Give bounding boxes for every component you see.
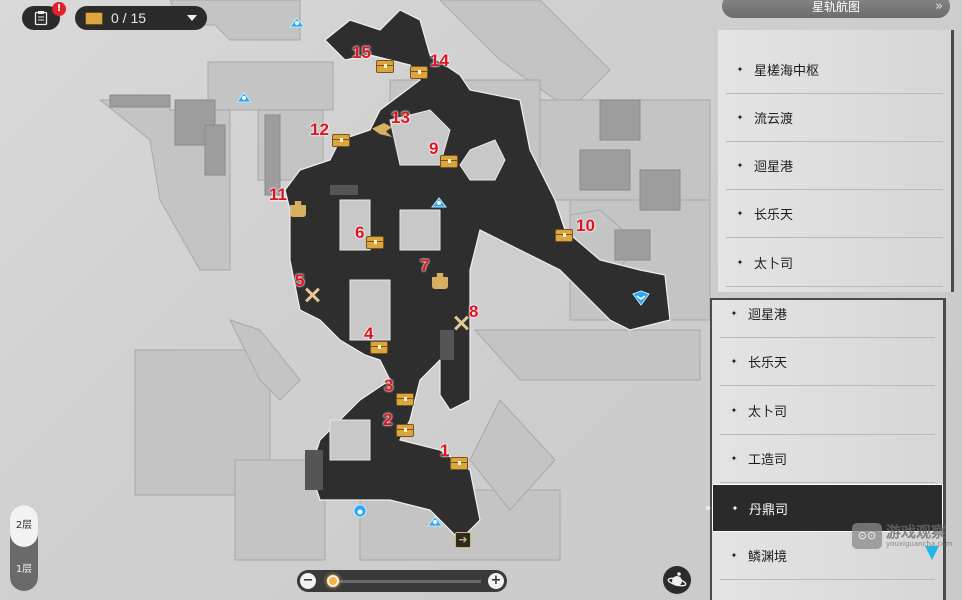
space-anchor-icon[interactable]: [426, 514, 444, 530]
marker-number-6: 6: [355, 223, 365, 242]
chest-count: 0 / 15: [111, 10, 147, 26]
mission-log-button[interactable]: !: [22, 2, 66, 30]
region-item[interactable]: ✦ 迴星港: [720, 290, 935, 338]
chest-counter-dropdown[interactable]: 0 / 15: [75, 6, 207, 30]
marker-number-10: 10: [576, 216, 595, 235]
treasure-chest-icon[interactable]: [370, 341, 388, 354]
bullet-icon: ✦: [730, 406, 738, 415]
region-item[interactable]: ✦ 鳞渊境: [720, 532, 935, 580]
chevron-right-icon: »: [935, 0, 943, 14]
zoom-out-button[interactable]: −: [300, 573, 316, 589]
marker-number-3: 3: [384, 376, 394, 395]
region-label: 长乐天: [748, 356, 788, 371]
region-label: 工造司: [748, 453, 788, 468]
region-label: 太卜司: [754, 257, 794, 272]
region-item[interactable]: ✦ 长乐天: [720, 338, 935, 386]
alert-badge: !: [52, 2, 66, 16]
region-label: 星槎海中枢: [754, 64, 820, 79]
bullet-icon: ✦: [736, 65, 744, 74]
puzzle-piece-icon[interactable]: [432, 273, 448, 289]
planet-view-button[interactable]: [663, 566, 691, 594]
treasure-chest-icon[interactable]: [366, 236, 384, 249]
bullet-icon: ✦: [736, 113, 744, 122]
bullet-icon: ✦: [736, 209, 744, 218]
region-label: 长乐天: [754, 208, 794, 223]
treasure-chest-icon[interactable]: [376, 60, 394, 73]
region-list-upper[interactable]: ✦ 星槎海中枢 ✦ 流云渡 ✦ 迴星港 ✦ 长乐天 ✦ 太卜司: [718, 30, 954, 292]
region-item[interactable]: ✦ 星槎海中枢: [726, 46, 943, 94]
watermark: ⊙⊙ 游戏观察 youxiguancha.com: [852, 523, 952, 549]
bullet-icon: ✦: [730, 454, 738, 463]
marker-number-14: 14: [430, 51, 449, 70]
region-item[interactable]: ✦ 长乐天: [726, 190, 943, 238]
treasure-chest-icon[interactable]: [396, 393, 414, 406]
region-label: 迴星港: [748, 308, 788, 323]
watermark-text: 游戏观察: [886, 523, 947, 541]
panel-title: 星轨航图: [811, 0, 860, 14]
bullet-icon: ✦: [730, 309, 738, 318]
marker-number-9: 9: [429, 139, 439, 158]
region-item[interactable]: ✦ 迴星港: [726, 142, 943, 190]
crossed-swords-icon[interactable]: [452, 314, 470, 332]
region-label: 迴星港: [754, 160, 794, 175]
bullet-icon: ✦: [736, 161, 744, 170]
puzzle-piece-icon[interactable]: [290, 201, 306, 217]
treasure-chest-icon[interactable]: [440, 155, 458, 168]
space-anchor-icon[interactable]: [430, 195, 448, 211]
selected-arrow-icon: »: [705, 502, 712, 514]
treasure-chest-icon[interactable]: [332, 134, 350, 147]
marker-number-1: 1: [440, 441, 450, 460]
treasure-chest-icon[interactable]: [450, 457, 468, 470]
watermark-logo-icon: ⊙⊙: [852, 523, 882, 549]
marker-number-12: 12: [310, 120, 329, 139]
region-item[interactable]: ✦ 太卜司: [720, 387, 935, 435]
space-anchor-icon[interactable]: [235, 90, 253, 106]
crossed-swords-icon[interactable]: [303, 286, 321, 304]
bullet-icon: ✦: [730, 551, 738, 560]
zoom-thumb[interactable]: [327, 575, 339, 587]
caret-down-icon: [187, 15, 197, 21]
treasure-chest-icon: [85, 11, 103, 25]
region-label: 流云渡: [754, 112, 794, 127]
region-label: 鳞渊境: [748, 550, 788, 565]
marker-number-2: 2: [383, 410, 393, 429]
clipboard-icon: [34, 11, 48, 26]
marker-number-11: 11: [269, 185, 287, 204]
treasure-chest-icon[interactable]: [410, 66, 428, 79]
floor-switcher[interactable]: 2层 1层: [10, 505, 38, 591]
marker-number-15: 15: [352, 43, 371, 62]
calyx-icon[interactable]: [632, 290, 650, 306]
marker-number-4: 4: [364, 324, 374, 343]
exit-door-icon[interactable]: ➜: [455, 532, 471, 548]
region-item[interactable]: ✦ 流云渡: [726, 94, 943, 142]
region-item[interactable]: ✦ 工造司: [720, 435, 935, 483]
marker-number-7: 7: [420, 256, 430, 275]
floor-2-button[interactable]: 2层: [10, 505, 38, 547]
planet-icon: [667, 572, 687, 587]
treasure-chest-icon[interactable]: [555, 229, 573, 242]
region-list-lower[interactable]: ✦ 迴星港 ✦ 长乐天 ✦ 太卜司 ✦ 工造司 » ✦ 丹鼎司 ✦ 鳞渊境: [705, 298, 946, 600]
zoom-track[interactable]: [339, 580, 481, 583]
region-item[interactable]: ✦ 太卜司: [726, 239, 943, 287]
stagnant-shadow-icon[interactable]: [351, 502, 369, 518]
marker-number-8: 8: [469, 302, 479, 321]
region-item-selected[interactable]: » ✦ 丹鼎司: [705, 484, 943, 532]
zoom-in-button[interactable]: +: [488, 573, 504, 589]
star-rail-map-button[interactable]: 星轨航图 »: [722, 0, 950, 18]
bullet-icon: ✦: [731, 503, 739, 513]
floor-1-button[interactable]: 1层: [15, 564, 33, 575]
cursor-arrow-icon: [925, 546, 939, 560]
watermark-url: youxiguancha.com: [886, 540, 953, 548]
treasure-chest-icon[interactable]: [396, 424, 414, 437]
marker-number-13: 13: [391, 108, 410, 127]
marker-number-5: 5: [295, 271, 305, 290]
region-label: 丹鼎司: [749, 502, 789, 518]
region-label: 太卜司: [748, 405, 788, 420]
zoom-slider[interactable]: − +: [297, 570, 507, 592]
bullet-icon: ✦: [730, 357, 738, 366]
bullet-icon: ✦: [736, 258, 744, 267]
space-anchor-icon[interactable]: [288, 15, 306, 31]
